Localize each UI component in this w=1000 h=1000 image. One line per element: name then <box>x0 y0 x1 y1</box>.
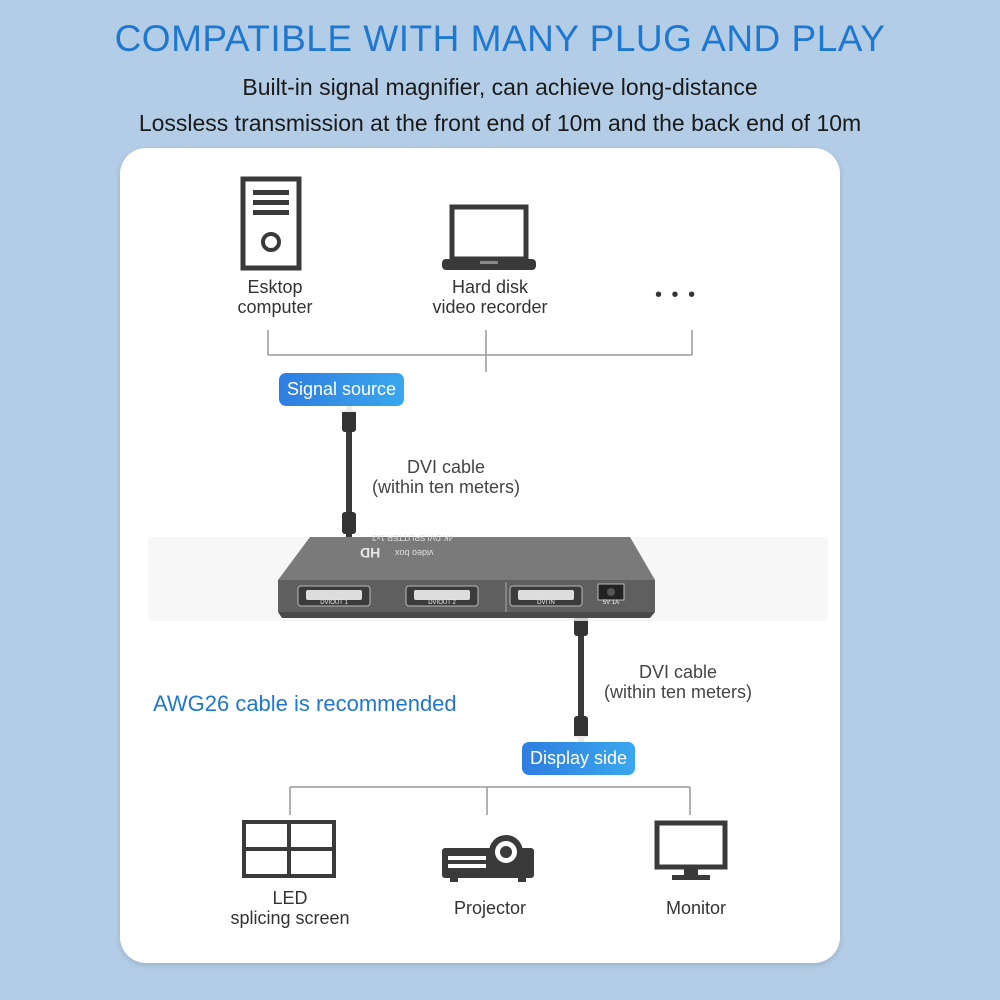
headline: COMPATIBLE WITH MANY PLUG AND PLAY <box>114 18 886 59</box>
projector-label: Projector <box>453 898 527 918</box>
recorder-label-line-1: Hard disk <box>451 277 529 297</box>
device-line-a: video box <box>395 548 434 558</box>
top-cable-label: DVI cable (within ten meters) <box>356 457 536 497</box>
port-dvi-in: DVI IN <box>537 600 555 606</box>
desktop-label: Esktop computer <box>200 277 350 317</box>
led-label-line-2: splicing screen <box>230 908 350 928</box>
display-side-badge: Display side <box>522 742 636 775</box>
awg-recommendation: AWG26 cable is recommended <box>153 691 457 716</box>
splicing-screen-icon <box>242 820 336 878</box>
bottom-dvi-cable <box>574 614 588 744</box>
top-cable-label-line-2: (within ten meters) <box>371 477 521 497</box>
laptop-icon <box>440 204 538 272</box>
bottom-cable-label-line-2: (within ten meters) <box>603 682 753 702</box>
desktop-computer-icon <box>240 176 302 271</box>
recorder-label: Hard disk video recorder <box>410 277 570 317</box>
recorder-label-line-2: video recorder <box>432 297 548 317</box>
bottom-cable-label-line-1: DVI cable <box>638 662 718 682</box>
port-dviout-2: DVIOUT 2 <box>428 600 456 606</box>
projector-icon <box>440 832 536 882</box>
top-cable-label-line-1: DVI cable <box>406 457 486 477</box>
port-dviout-1: DVIOUT 1 <box>320 600 348 606</box>
bottom-cable-label: DVI cable (within ten meters) <box>588 662 768 702</box>
desktop-label-line-2: computer <box>237 297 313 317</box>
desktop-label-line-1: Esktop <box>247 277 303 297</box>
led-label-line-1: LED <box>272 888 308 908</box>
device-line-b: 4K DVI SPLITTER 1x2 <box>372 533 453 542</box>
led-label: LED splicing screen <box>210 888 370 928</box>
monitor-label: Monitor <box>665 898 727 918</box>
top-dvi-cable <box>342 402 356 542</box>
device-brand: HD <box>360 545 381 561</box>
monitor-icon <box>654 820 728 882</box>
more-devices-ellipsis: • • • <box>655 284 698 306</box>
signal-source-badge: Signal source <box>279 373 405 406</box>
subtitle-line-1: Built-in signal magnifier, can achieve l… <box>242 74 758 100</box>
port-power: 5V 1A <box>602 600 620 606</box>
subtitle-line-2: Lossless transmission at the front end o… <box>138 110 862 136</box>
dvi-splitter-device <box>270 532 660 627</box>
